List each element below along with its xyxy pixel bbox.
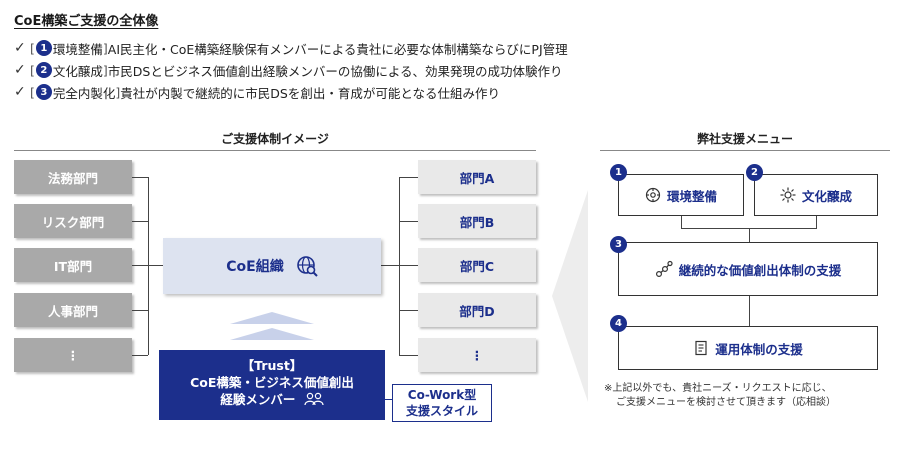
- dept-legal: 法務部門: [14, 160, 132, 194]
- connector: [399, 177, 418, 178]
- connector: [399, 221, 418, 222]
- bullet-text: 市民DSとビジネス価値創出経験メンバーの協働による、効果発現の成功体験作り: [107, 63, 563, 79]
- connector: [399, 265, 418, 266]
- cowork-box: Co-Work型 支援スタイル: [392, 384, 492, 422]
- section-title-right: 弊社支援メニュー: [696, 132, 793, 146]
- cowork-connector: [385, 399, 392, 400]
- menu-env: 環境整備: [618, 174, 744, 216]
- menu-value-creation: 継続的な価値創出体制の支援: [618, 242, 878, 296]
- gear-icon: [645, 187, 661, 203]
- sparkle-icon: [780, 187, 796, 203]
- bullet-1: ✓ [ 1 環境整備 ] AI民主化・CoE構築経験保有メンバーによる貴社に必要…: [14, 37, 568, 59]
- connector: [681, 216, 682, 228]
- menu-label: 継続的な価値創出体制の支援: [678, 262, 842, 278]
- dept-hr: 人事部門: [14, 293, 132, 327]
- note-line-1: ※上記以外でも、貴社ニーズ・リクエストに応じ、: [604, 383, 832, 394]
- check-icon: ✓: [14, 40, 26, 56]
- bullet-3: ✓ [ 3 完全内製化 ] 貴社が内製で継続的に市民DSを創出・育成が可能となる…: [14, 81, 568, 103]
- connector: [749, 296, 750, 326]
- trust-box: 【Trust】 CoE構築・ビジネス価値創出 経験メンバー: [159, 350, 385, 420]
- section-title-left: ご支援体制イメージ: [221, 132, 329, 146]
- menu-label: 運用体制の支援: [715, 341, 803, 357]
- coe-label: CoE組織: [226, 259, 284, 275]
- number-badge-3: 3: [35, 84, 52, 100]
- dept-d: 部門D: [418, 293, 536, 327]
- connector: [399, 355, 418, 356]
- connector: [381, 265, 399, 266]
- bullet-2: ✓ [ 2 文化醸成 ] 市民DSとビジネス価値創出経験メンバーの協働による、効…: [14, 59, 568, 81]
- connector: [132, 310, 148, 311]
- note-line-2: ご支援メニューを検討させて頂きます（応相談）: [616, 397, 836, 408]
- number-badge-2: 2: [35, 62, 52, 78]
- globe-search-icon: [296, 256, 318, 277]
- cowork-line-1: Co-Work型: [407, 388, 477, 402]
- bracket-close: ]: [115, 84, 121, 100]
- coe-box: CoE組織: [163, 238, 381, 294]
- menu-number-4: 4: [610, 315, 627, 332]
- menu-number-3: 3: [610, 236, 627, 253]
- up-chevron-1: [230, 312, 314, 324]
- menu-label: 環境整備: [666, 188, 717, 204]
- bullet-label: 完全内製化: [52, 85, 116, 101]
- dept-it: IT部門: [14, 248, 132, 282]
- bullet-text: AI民主化・CoE構築経験保有メンバーによる貴社に必要な体制構築ならびにPJ管理: [107, 41, 568, 57]
- menu-number-2: 2: [746, 164, 763, 181]
- bracket-open: [: [30, 62, 35, 78]
- up-chevron-2: [230, 328, 314, 340]
- document-icon: [695, 340, 707, 356]
- dept-more-right: ⋮: [418, 338, 536, 372]
- trust-line-1: 【Trust】: [241, 358, 303, 373]
- connector: [816, 216, 817, 228]
- dept-risk: リスク部門: [14, 204, 132, 238]
- menu-label: 文化醸成: [801, 188, 852, 204]
- check-icon: ✓: [14, 84, 26, 100]
- bracket-close: ]: [102, 40, 108, 56]
- dept-b: 部門B: [418, 204, 536, 238]
- bullet-list: ✓ [ 1 環境整備 ] AI民主化・CoE構築経験保有メンバーによる貴社に必要…: [14, 37, 568, 103]
- people-icon: [304, 392, 324, 406]
- bracket-open: [: [30, 84, 35, 100]
- connector: [132, 265, 163, 266]
- menu-culture: 文化醸成: [754, 174, 878, 216]
- page-title: CoE構築ご支援の全体像: [14, 14, 159, 29]
- connector: [749, 228, 750, 242]
- trust-line-3-wrap: 経験メンバー: [159, 391, 385, 408]
- bracket-close: ]: [102, 62, 108, 78]
- cowork-line-2: 支援スタイル: [405, 404, 478, 418]
- note-text: ※上記以外でも、貴社ニーズ・リクエストに応じ、 ご支援メニューを検討させて頂きま…: [604, 382, 894, 410]
- section-rule-left: [14, 150, 536, 151]
- trust-line-2: CoE構築・ビジネス価値創出: [190, 375, 354, 390]
- dept-a: 部門A: [418, 160, 536, 194]
- dept-c: 部門C: [418, 248, 536, 282]
- left-pointing-chevron: [552, 190, 588, 402]
- connector: [132, 177, 148, 178]
- bullet-text: 貴社が内製で継続的に市民DSを創出・育成が可能となる仕組み作り: [120, 85, 500, 101]
- bullet-label: 文化醸成: [52, 63, 103, 79]
- connector-vertical: [399, 177, 400, 355]
- number-badge-1: 1: [35, 40, 52, 56]
- connector: [132, 355, 148, 356]
- menu-number-1: 1: [610, 164, 627, 181]
- bullet-label: 環境整備: [52, 41, 103, 57]
- dept-more: ⋮: [14, 338, 132, 372]
- trust-line-3: 経験メンバー: [220, 392, 296, 407]
- connector: [132, 221, 148, 222]
- connector-vertical: [148, 177, 149, 355]
- section-rule-right: [600, 150, 890, 151]
- check-icon: ✓: [14, 62, 26, 78]
- network-icon: [655, 260, 673, 278]
- menu-operation: 運用体制の支援: [618, 326, 878, 370]
- bracket-open: [: [30, 40, 35, 56]
- connector: [399, 310, 418, 311]
